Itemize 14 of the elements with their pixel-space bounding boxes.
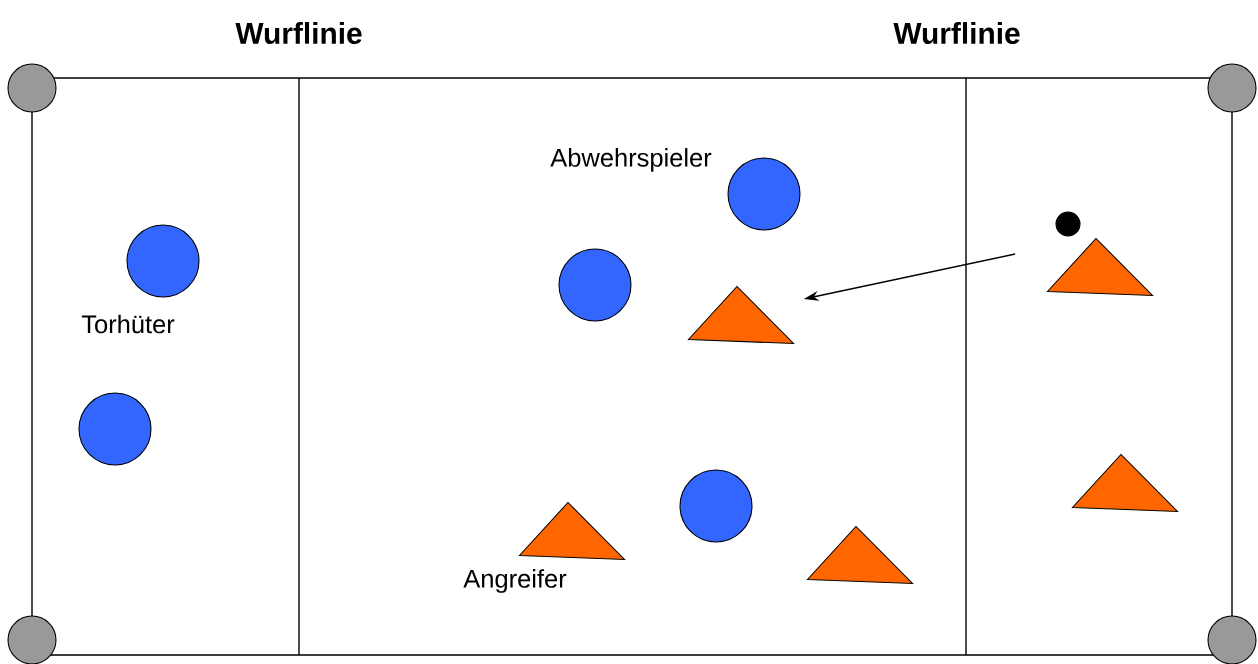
player-triangle: [687, 285, 795, 345]
player-circle: [727, 157, 801, 231]
player-circle: [679, 469, 753, 543]
throw-line-label: Wurflinie: [235, 22, 362, 44]
player-triangle: [806, 525, 914, 585]
player-circle: [78, 392, 152, 466]
player-triangle: [1046, 237, 1154, 297]
player-label: Angreifer: [463, 569, 567, 593]
player-circle: [126, 224, 200, 298]
throw-line-label: Wurflinie: [893, 22, 1020, 44]
player-label: Torhüter: [81, 314, 175, 334]
player-label: Abwehrspieler: [550, 148, 712, 172]
ball: [1055, 211, 1081, 237]
player-circle: [558, 248, 632, 322]
